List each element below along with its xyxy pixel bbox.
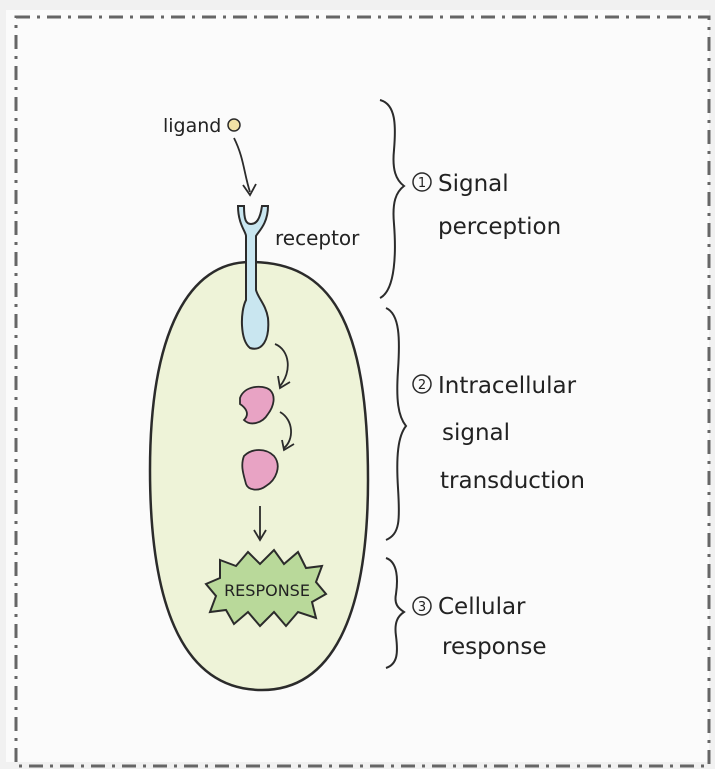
response-label: RESPONSE [224,581,310,600]
step-1-line-1: Signal [438,171,509,197]
ligand-arrow [234,138,250,192]
brace-cellular-response [386,558,404,668]
receptor-label: receptor [275,226,360,250]
step-3-number: 3 [418,600,426,615]
step-2-line-3: transduction [440,468,585,494]
step-2-line-1: Intracellular [438,373,577,399]
step-1-line-2: perception [438,214,561,240]
step-1-number: 1 [418,176,426,191]
brace-signal-transduction [386,308,406,540]
brace-signal-perception [380,100,404,298]
ligand-molecule [228,119,240,131]
step-2-line-2: signal [442,420,510,446]
step-3-line-1: Cellular [438,594,526,620]
step-3-line-2: response [442,634,546,660]
step-2-number: 2 [418,378,426,393]
ligand-label: ligand [163,115,221,137]
